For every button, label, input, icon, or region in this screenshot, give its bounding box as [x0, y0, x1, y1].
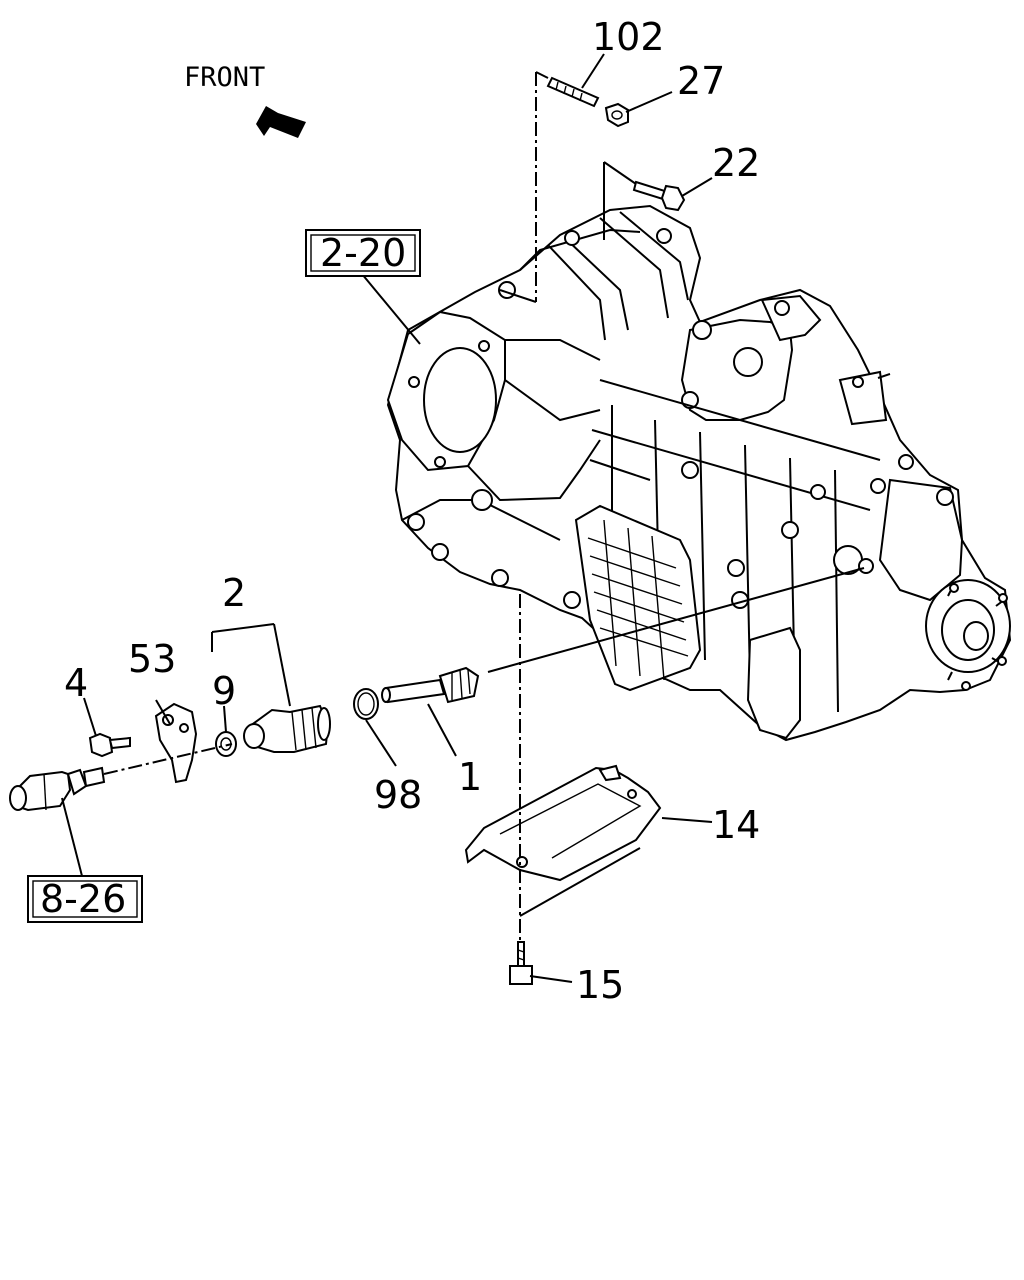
sleeve-assembly-2 [243, 704, 331, 753]
callout-14: 14 [712, 803, 760, 847]
stud-bolt-102 [546, 76, 600, 108]
seal-9 [215, 731, 237, 757]
reference-label-2-20: 2-20 [320, 231, 406, 275]
callout-53: 53 [128, 637, 176, 681]
cover-plate-14 [464, 764, 662, 882]
transmission-housing [386, 204, 1012, 742]
callout-15: 15 [576, 963, 624, 1007]
callout-2: 2 [222, 571, 246, 615]
bolt-4 [88, 732, 131, 758]
nut-27 [604, 102, 629, 128]
reference-label-8-26: 8-26 [40, 877, 126, 921]
callout-102: 102 [592, 15, 665, 59]
callout-1: 1 [458, 755, 482, 799]
callout-27: 27 [677, 59, 725, 103]
speed-sensor [9, 766, 106, 812]
callout-9: 9 [212, 669, 236, 713]
driven-gear-1 [381, 666, 480, 704]
callout-98: 98 [374, 773, 422, 817]
callout-labels: 102 27 22 2 53 4 9 98 1 14 15 [64, 15, 760, 1007]
reference-box-2-20[interactable]: 2-20 [305, 229, 421, 277]
callout-4: 4 [64, 661, 88, 705]
callout-22: 22 [712, 141, 760, 185]
reference-box-8-26[interactable]: 8-26 [27, 875, 143, 923]
clamp-bracket-53 [154, 702, 198, 784]
leader-lines [61, 53, 865, 983]
o-ring-98 [353, 688, 379, 720]
bolt-22 [632, 180, 686, 212]
front-arrow-icon [256, 106, 306, 138]
bolt-15 [509, 941, 533, 985]
front-label: FRONT [184, 62, 265, 93]
